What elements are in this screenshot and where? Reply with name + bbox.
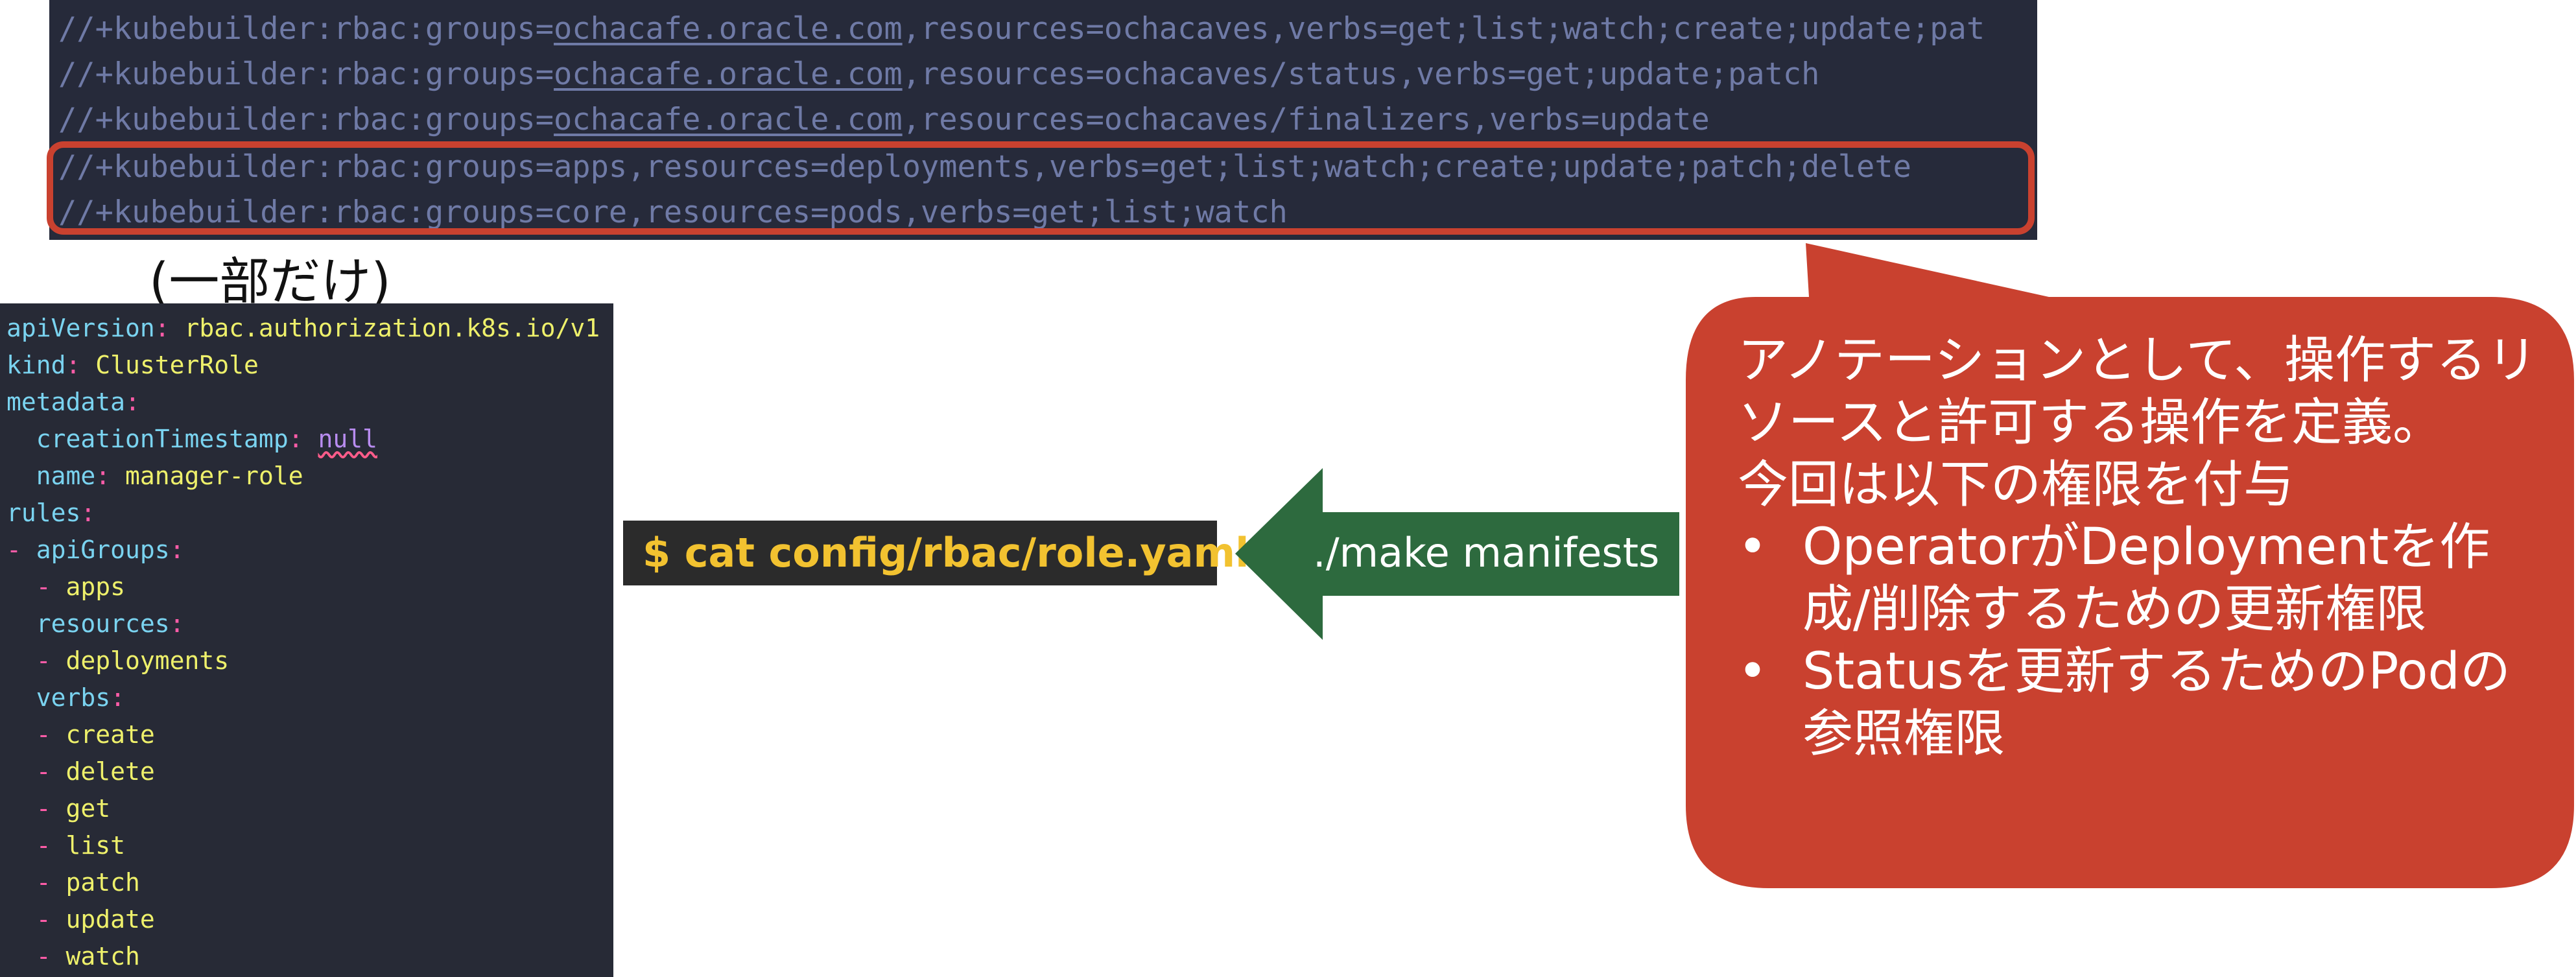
role-yaml-panel: apiVersion: rbac.authorization.k8s.io/v1… bbox=[0, 303, 613, 977]
yaml-verb: - get bbox=[6, 794, 111, 823]
callout-paragraph: 今回は以下の権限を付与 bbox=[1738, 456, 2295, 514]
yaml-line: - deployments bbox=[6, 646, 230, 675]
callout-paragraph: アノテーションとして、操作するリソースと許可する操作を定義。 bbox=[1738, 331, 2538, 452]
callout-bullet-list: •OperatorがDeploymentを作成/削除するための更新権限 •Sta… bbox=[1738, 516, 2549, 765]
yaml-verb: - patch bbox=[6, 868, 140, 897]
highlight-box bbox=[47, 141, 2035, 235]
command-text: $ cat config/rbac/role.yaml bbox=[643, 529, 1249, 576]
code-line-deployments: //+kubebuilder:rbac:groups=apps,resource… bbox=[58, 149, 1911, 185]
yaml-verb: - update bbox=[6, 905, 155, 934]
yaml-line: rules: bbox=[6, 499, 96, 527]
yaml-line: name: manager-role bbox=[36, 462, 303, 490]
code-line: //+kubebuilder:rbac:groups=ochacafe.orac… bbox=[58, 56, 1820, 92]
yaml-line: verbs: bbox=[36, 683, 126, 712]
callout-bullet-item: •OperatorがDeploymentを作成/削除するための更新権限 bbox=[1738, 516, 2549, 641]
yaml-line: metadata: bbox=[6, 388, 140, 416]
code-line: //+kubebuilder:rbac:groups=ochacafe.orac… bbox=[58, 102, 1710, 137]
yaml-verb: - delete bbox=[6, 757, 155, 786]
callout-bullet-item: •Statusを更新するためのPodの参照権限 bbox=[1738, 641, 2549, 765]
bullet-icon: • bbox=[1738, 642, 1768, 701]
bullet-icon: • bbox=[1738, 518, 1768, 576]
yaml-verb: - list bbox=[6, 831, 126, 860]
yaml-line: - apiGroups: bbox=[6, 536, 185, 564]
command-box: $ cat config/rbac/role.yaml bbox=[623, 521, 1249, 585]
code-line-pods: //+kubebuilder:rbac:groups=core,resource… bbox=[58, 194, 1288, 230]
callout-text: アノテーションとして、操作するリソースと許可する操作を定義。 今回は以下の権限を… bbox=[1686, 297, 2575, 888]
left-arrow-icon bbox=[1235, 468, 1679, 640]
code-line: //+kubebuilder:rbac:groups=ochacafe.orac… bbox=[58, 11, 1985, 47]
domain-link[interactable]: ochacafe.oracle.com bbox=[554, 11, 903, 47]
yaml-verb: - create bbox=[6, 720, 155, 749]
yaml-line: apiVersion: rbac.authorization.k8s.io/v1 bbox=[6, 314, 600, 342]
kubebuilder-annotations-code: //+kubebuilder:rbac:groups=ochacafe.orac… bbox=[49, 0, 2037, 240]
yaml-line: kind: ClusterRole bbox=[6, 351, 259, 379]
arrow-label: ./make manifests bbox=[1313, 529, 1660, 576]
yaml-line: resources: bbox=[36, 609, 185, 638]
yaml-line: - apps bbox=[6, 572, 126, 601]
yaml-line: creationTimestamp: null bbox=[36, 425, 377, 453]
domain-link[interactable]: ochacafe.oracle.com bbox=[554, 56, 903, 92]
partial-label: (一部だけ) bbox=[149, 253, 391, 311]
yaml-verb: - watch bbox=[6, 942, 140, 971]
domain-link[interactable]: ochacafe.oracle.com bbox=[554, 102, 903, 137]
